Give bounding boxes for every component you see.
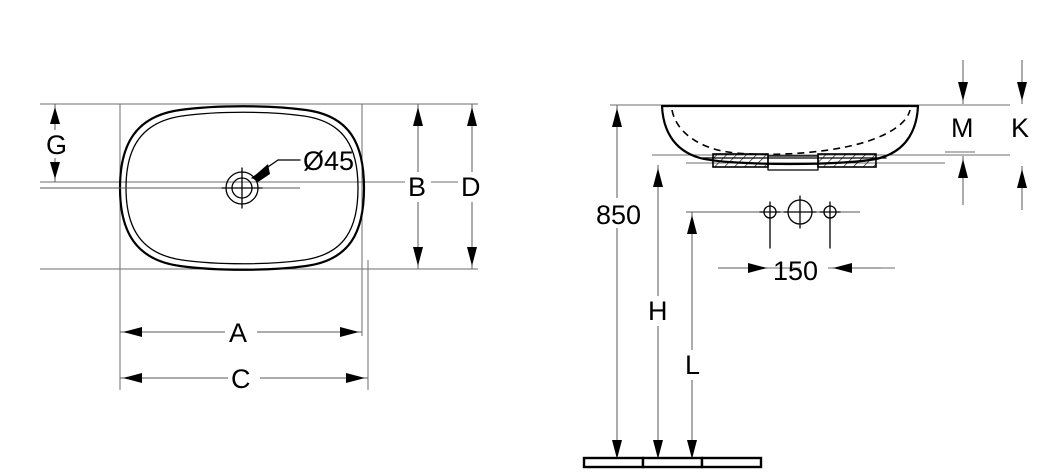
tap-hole-left xyxy=(759,201,781,249)
tap-hole-centre xyxy=(783,195,817,229)
dimension-g-label: G xyxy=(46,130,67,160)
dimension-h: H xyxy=(646,165,672,462)
dimension-850-label: 850 xyxy=(596,200,641,230)
dimension-a-label: A xyxy=(229,318,247,348)
dimension-850: 850 xyxy=(592,105,644,462)
dimension-c: C xyxy=(120,362,368,394)
dimension-l: L xyxy=(682,212,704,462)
dimension-a: A xyxy=(120,316,362,348)
dimension-c-label: C xyxy=(231,364,251,394)
side-view: 850 H L xyxy=(582,60,1029,469)
dimension-b: B xyxy=(405,104,431,269)
dimension-m: M xyxy=(945,60,975,205)
drain-hole xyxy=(221,167,263,209)
drain-diameter-label: Ø45 xyxy=(303,146,354,176)
drain-callout-leader xyxy=(251,159,301,182)
basin-outline-top xyxy=(118,105,366,271)
dimension-k-label: K xyxy=(1011,113,1029,143)
dimension-m-label: M xyxy=(951,113,974,143)
dimension-150-label: 150 xyxy=(773,256,818,286)
dimension-g: G xyxy=(43,104,67,182)
top-view-extension-lines xyxy=(40,103,478,390)
side-view-extension-lines xyxy=(610,104,1010,269)
dimension-h-label: H xyxy=(648,296,668,326)
dimension-k: K xyxy=(1011,60,1029,210)
tap-hole-group xyxy=(686,195,860,249)
top-view: Ø45 G B D xyxy=(40,103,486,394)
dimension-d: D xyxy=(458,104,486,269)
floor-line xyxy=(582,456,763,469)
dimension-d-label: D xyxy=(461,172,481,202)
dimension-b-label: B xyxy=(408,172,426,202)
dimension-150: 150 xyxy=(718,256,882,286)
tap-hole-right xyxy=(819,201,841,249)
countertop-sections xyxy=(712,153,877,171)
dimension-l-label: L xyxy=(685,350,700,380)
